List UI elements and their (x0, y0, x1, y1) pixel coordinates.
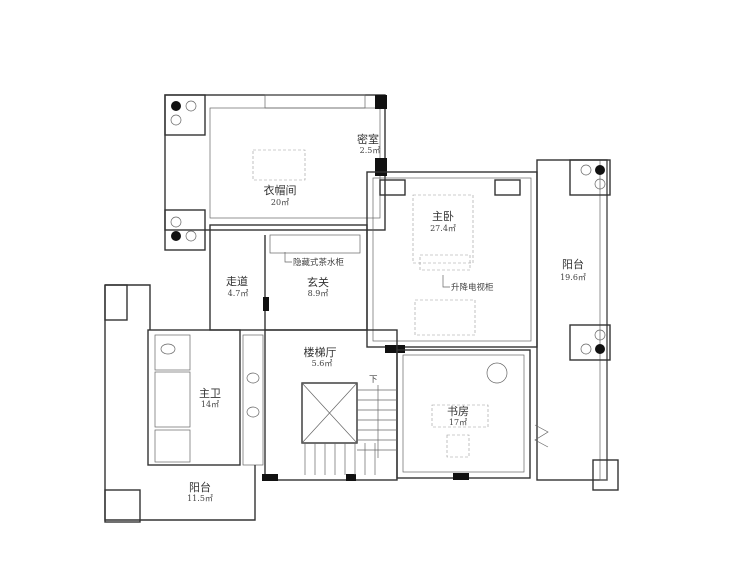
room-label-balcony-east: 阳台 (562, 257, 584, 271)
room-area-master-bath: 14㎡ (201, 400, 219, 409)
room-label-master-bath: 主卫 (199, 387, 221, 400)
note-stairs-down: 下 (369, 375, 378, 385)
room-label-secret-room: 密室 (357, 132, 379, 146)
room-area-study: 17㎡ (449, 418, 467, 427)
room-label-stair-hall: 楼梯厅 (304, 345, 337, 359)
room-area-cloakroom: 20㎡ (271, 198, 289, 207)
room-area-stair-hall: 5.6㎡ (312, 359, 333, 368)
room-label-study: 书房 (447, 405, 469, 418)
room-area-master-bedroom: 27.4㎡ (430, 224, 456, 233)
room-area-secret-room: 2.5㎡ (360, 146, 381, 155)
room-label-master-bedroom: 主卧 (432, 210, 454, 223)
stair-steps (304, 385, 397, 475)
note-tea-cabinet: 隐藏式茶水柜 (293, 257, 345, 268)
furniture (252, 149, 549, 458)
room-area-corridor: 4.7㎡ (228, 289, 249, 298)
room-label-balcony-west: 阳台 (189, 480, 211, 494)
room-area-foyer: 8.9㎡ (308, 289, 329, 298)
walls (104, 94, 608, 523)
tv-cabinet-leader (442, 275, 450, 288)
tea-cabinet-leader (284, 252, 292, 263)
room-label-corridor: 走道 (226, 274, 248, 288)
room-label-foyer: 玄关 (307, 275, 329, 289)
room-area-balcony-east: 19.6㎡ (560, 273, 586, 282)
room-label-cloakroom: 衣帽间 (264, 183, 297, 197)
room-area-balcony-west: 11.5㎡ (187, 494, 213, 503)
note-tv-cabinet: 升降电视柜 (451, 282, 494, 293)
structural-columns (170, 100, 619, 491)
